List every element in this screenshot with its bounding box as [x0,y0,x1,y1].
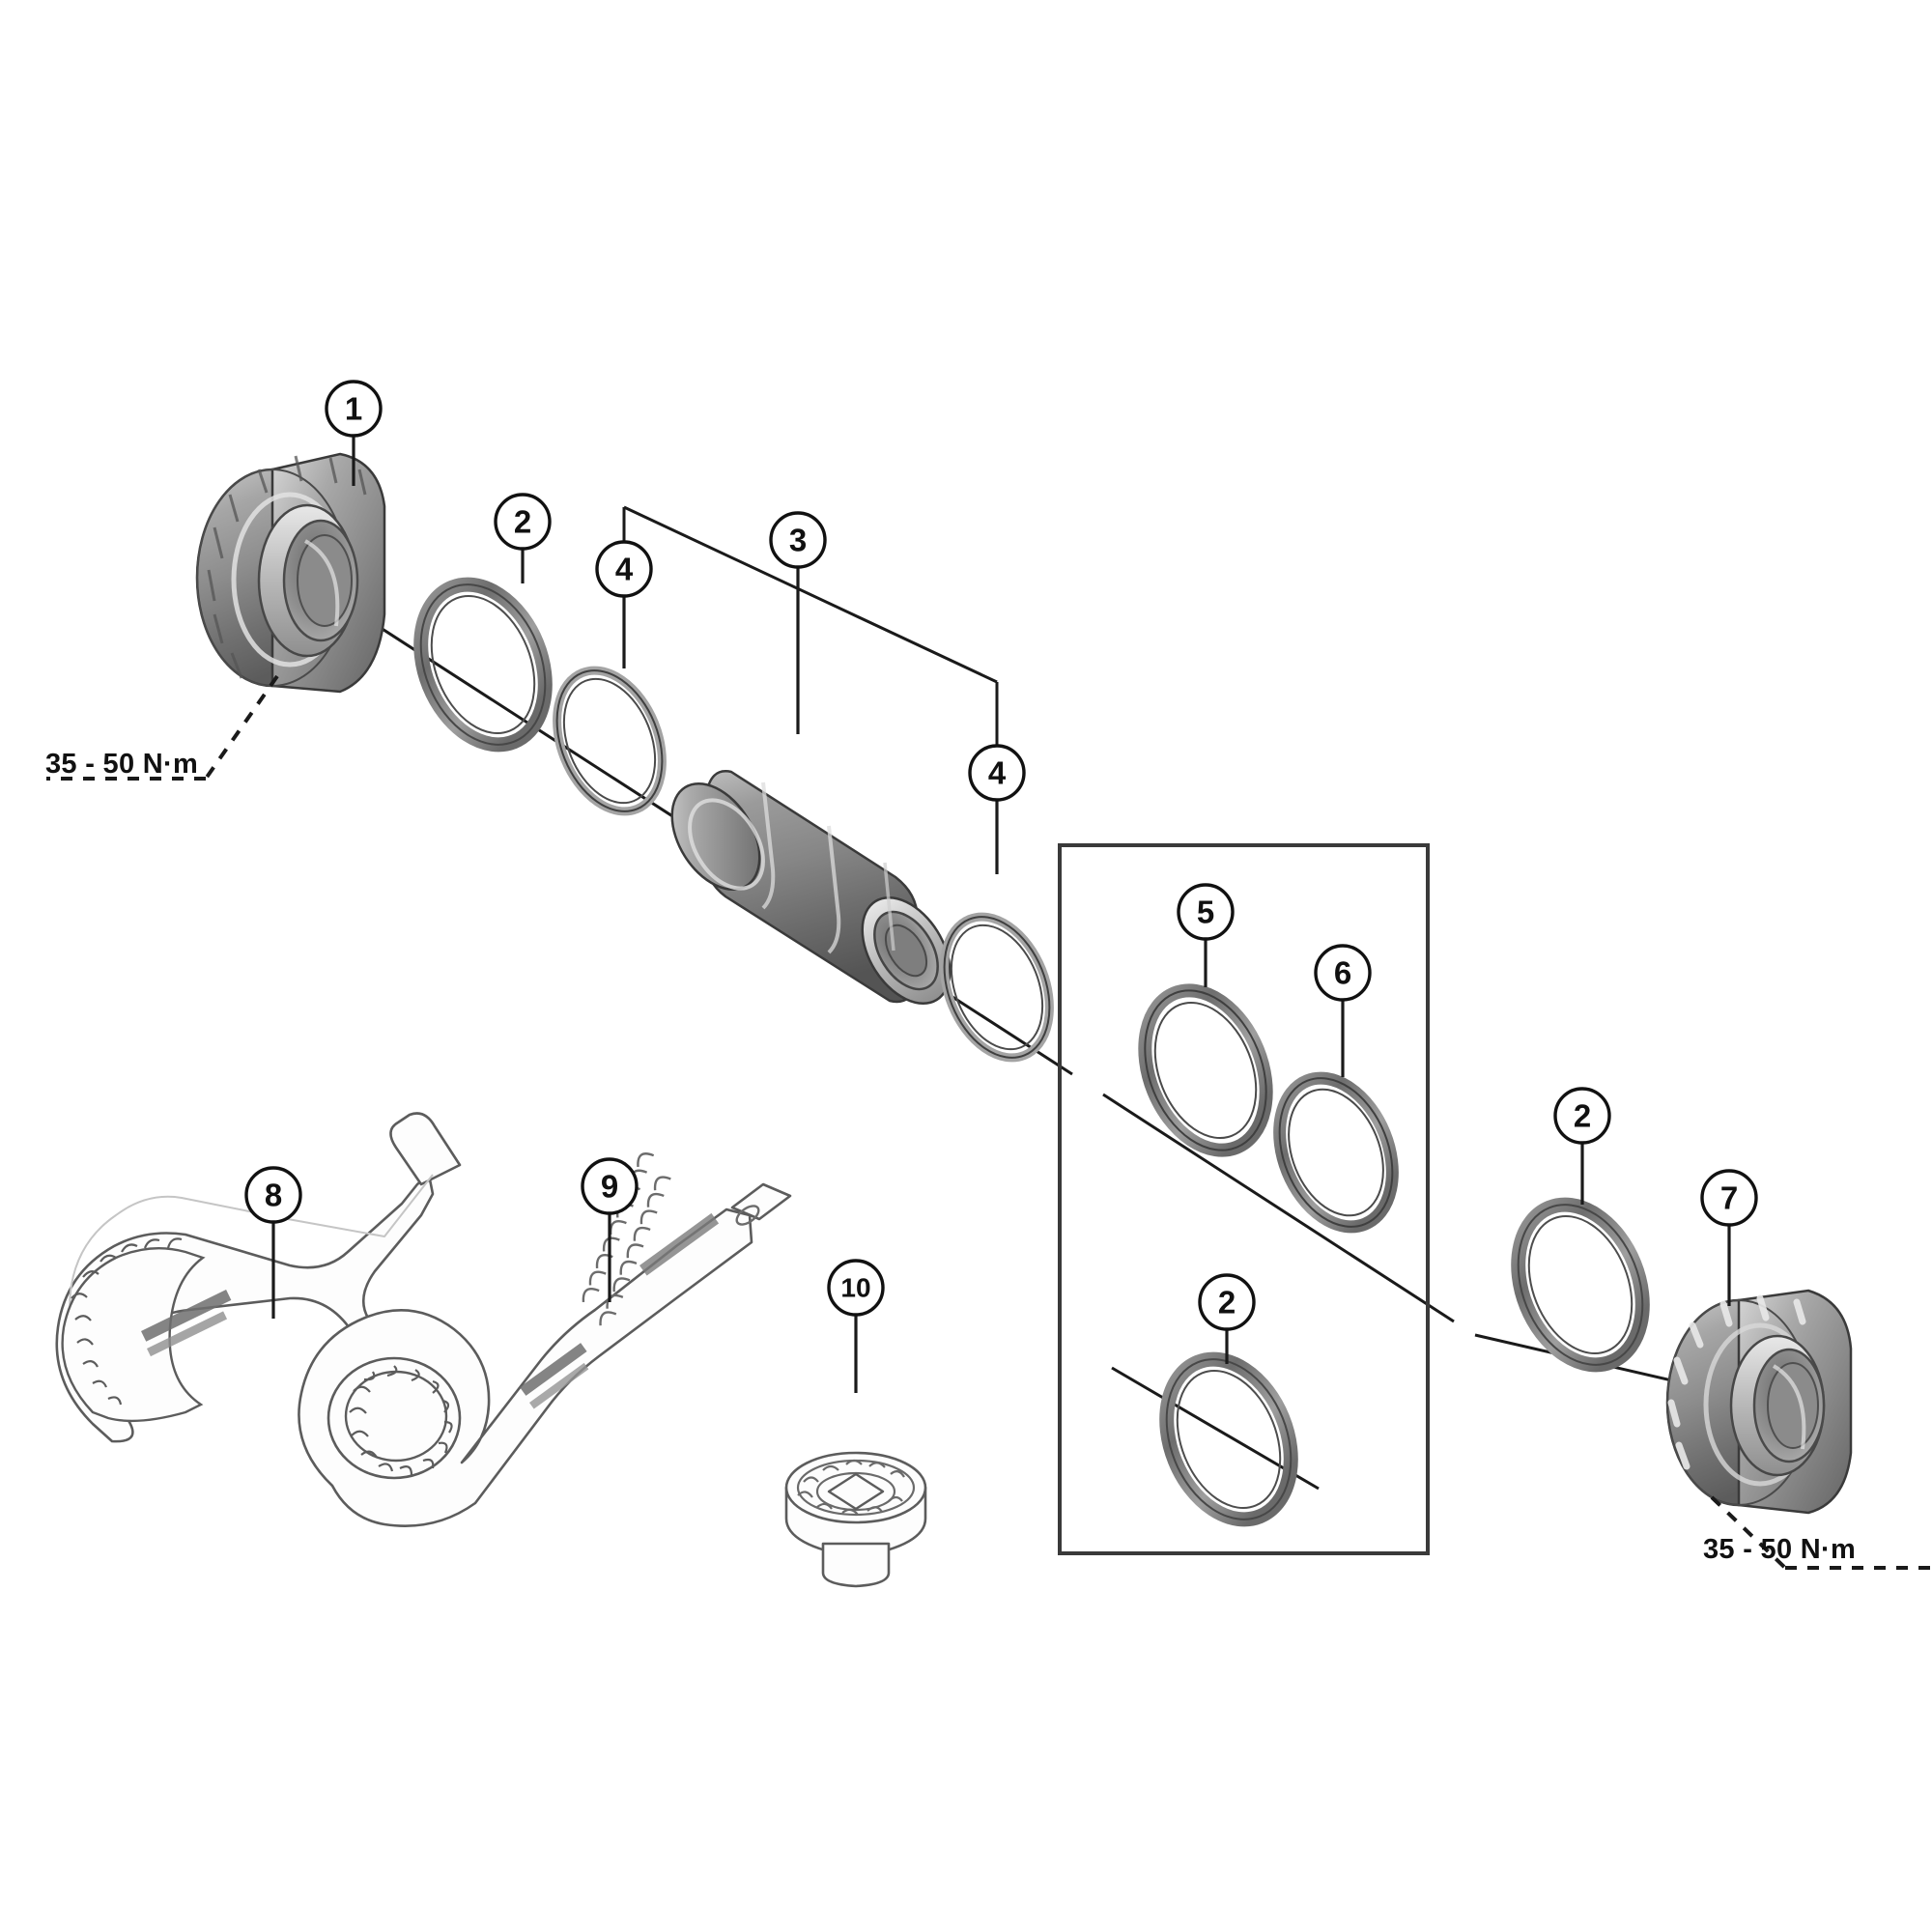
part-bb-shell-sleeve [670,770,952,1005]
callout-number: 9 [601,1169,618,1205]
callout-circle [1700,1169,1758,1227]
callout-number: 3 [789,523,807,558]
callout-bubble-o-ring-right[interactable]: 2 [1553,1087,1611,1145]
callout-number: 6 [1334,955,1351,991]
tool-box-wrench [298,1182,792,1527]
callout-bubble-left-cup[interactable]: 1 [325,380,383,438]
callout-number: 2 [514,504,531,540]
tool-socket-spline [797,1459,905,1516]
callout-bubble-right-cup[interactable]: 7 [1700,1169,1758,1227]
grouping-box [1058,843,1430,1555]
callout-number: 2 [1218,1285,1236,1321]
callout-bubble-bb-shell-sleeve[interactable]: 3 [769,511,827,569]
callout-circle [1177,883,1235,941]
part-o-ring-left [413,577,553,753]
part-right-cup [1665,1289,1853,1515]
callout-circle [1314,944,1372,1002]
callout-number: 2 [1574,1098,1591,1134]
callout-circle [827,1259,885,1317]
callout-bubble-socket-tool[interactable]: 10 [827,1259,885,1317]
torque-leader-right [1710,1495,1932,1570]
callout-circle [1198,1273,1256,1331]
callout-number: 8 [265,1178,282,1213]
part-o-ring-right [1511,1197,1650,1373]
callout-number: 4 [615,552,634,587]
callout-bubble-group: 1 2 4 3 4 5 6 2 2 7 8 9 10 [244,380,1758,1331]
callout-bubble-box-wrench-tool[interactable]: 9 [581,1157,639,1215]
part-spacer-ring-narrow [1273,1071,1399,1234]
callout-number: 7 [1720,1180,1738,1216]
torque-spec-left: 35 - 50 N·m [45,749,199,780]
callout-circle [494,493,552,551]
callout-number: 4 [988,755,1007,791]
callout-circle [968,744,1026,802]
callout-circle [244,1166,302,1224]
callout-bubble-seal-ring-left[interactable]: 4 [595,540,653,598]
callout-circle [769,511,827,569]
part-left-cup [195,452,386,694]
callout-circle [595,540,653,598]
callout-number: 1 [345,391,362,427]
part-spacer-ring-wide [1138,983,1273,1157]
shimano-brand-mark-tool8 [140,1290,232,1357]
callout-bubble-seal-ring-right[interactable]: 4 [968,744,1026,802]
callout-bubble-open-spanner-tool[interactable]: 8 [244,1166,302,1224]
callout-circle [1553,1087,1611,1145]
part-o-ring-boxed [1159,1351,1298,1527]
part-seal-ring-left [553,666,667,816]
callout-leader-lines [271,436,1731,1393]
tool-box-wrench-spline [349,1365,453,1476]
torque-spec-right: 35 - 50 N·m [1703,1534,1857,1565]
shimano-brand-mark-tool9 [520,1212,720,1409]
callout-bubble-spacer-ring-wide[interactable]: 5 [1177,883,1235,941]
tool-open-spanner-spline [61,1237,206,1423]
callout-number: 10 [840,1273,870,1303]
callout-circle [581,1157,639,1215]
torque-leader-left [46,674,279,781]
tool-socket [784,1451,927,1588]
bracket-group-4 [622,505,999,746]
callout-bubble-spacer-ring-narrow[interactable]: 6 [1314,944,1372,1002]
callout-bubble-o-ring-left[interactable]: 2 [494,493,552,551]
callout-circle [325,380,383,438]
part-seal-ring-right [940,912,1054,1063]
callout-number: 5 [1197,895,1214,930]
callout-bubble-o-ring-boxed[interactable]: 2 [1198,1273,1256,1331]
